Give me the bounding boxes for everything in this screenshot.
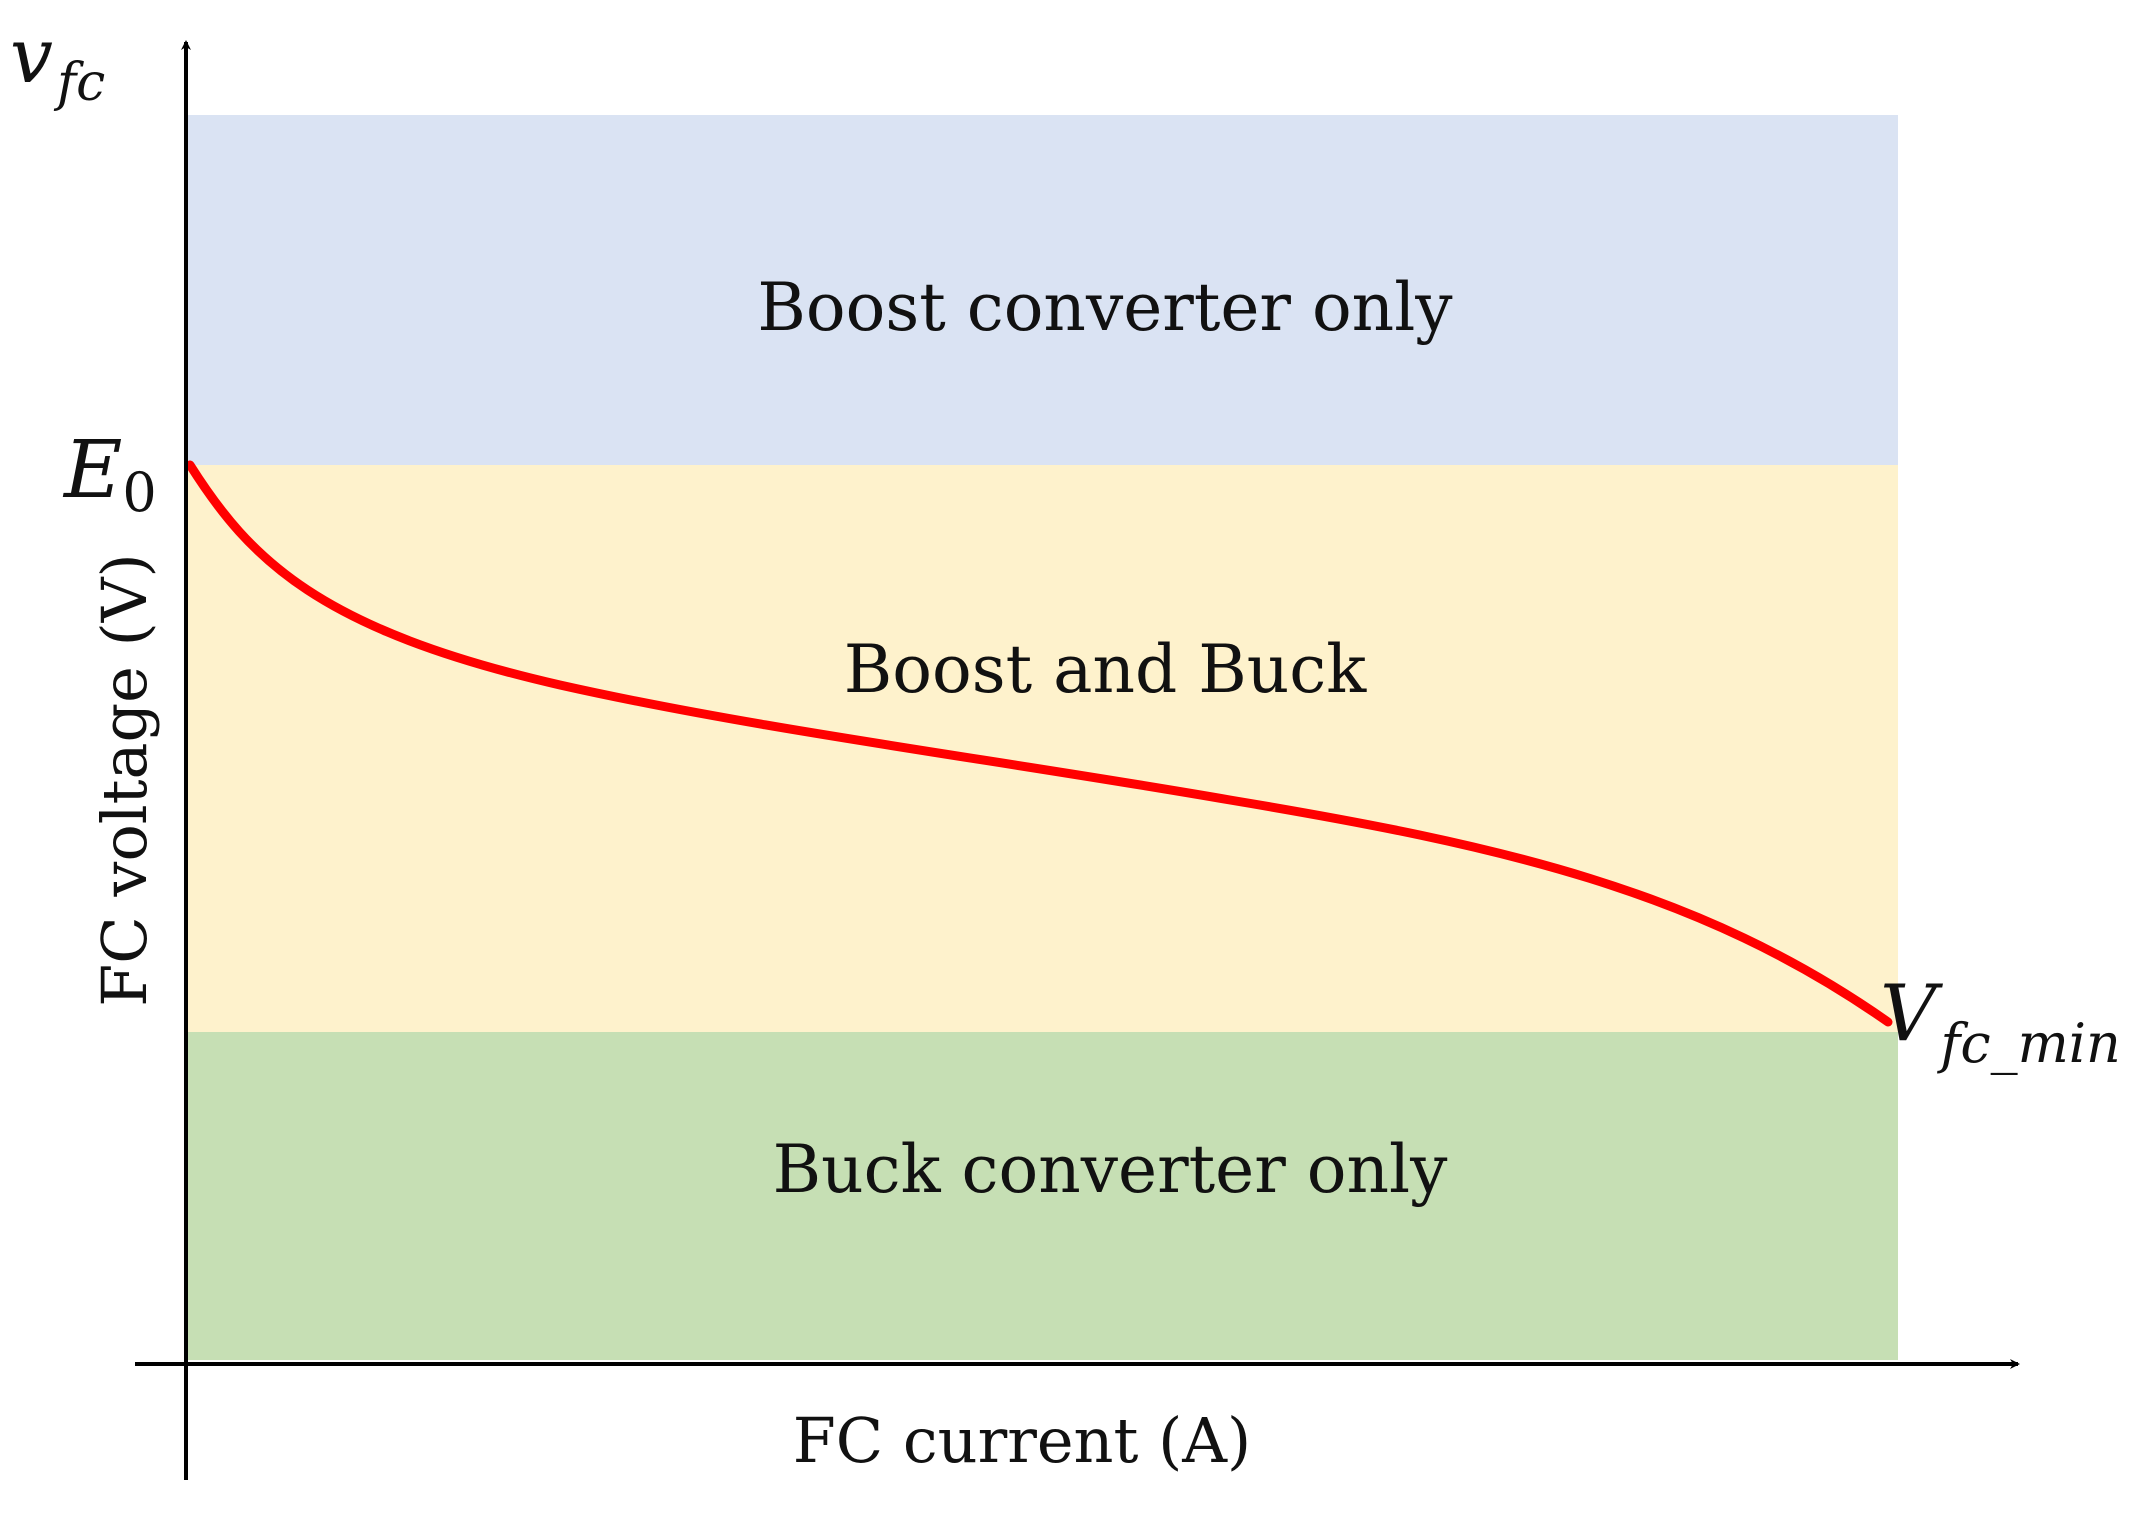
boost-and-buck-label: Boost and Buck bbox=[844, 631, 1367, 708]
y-axis-symbol: vfc bbox=[10, 11, 105, 113]
buck-only-region bbox=[188, 1032, 1898, 1360]
y-axis-title: FC voltage (V) bbox=[88, 553, 161, 1006]
x-axis-title: FC current (A) bbox=[793, 1404, 1252, 1477]
boost-and-buck-region bbox=[188, 465, 1898, 1032]
curve-start-label: E0 bbox=[62, 423, 157, 524]
boost-only-label: Boost converter only bbox=[757, 269, 1453, 346]
boost-only-region bbox=[188, 115, 1898, 465]
buck-only-label: Buck converter only bbox=[773, 1131, 1449, 1208]
polarization-curve bbox=[185, 460, 1893, 1027]
curve-end-label: Vfc_min bbox=[1880, 969, 2121, 1075]
